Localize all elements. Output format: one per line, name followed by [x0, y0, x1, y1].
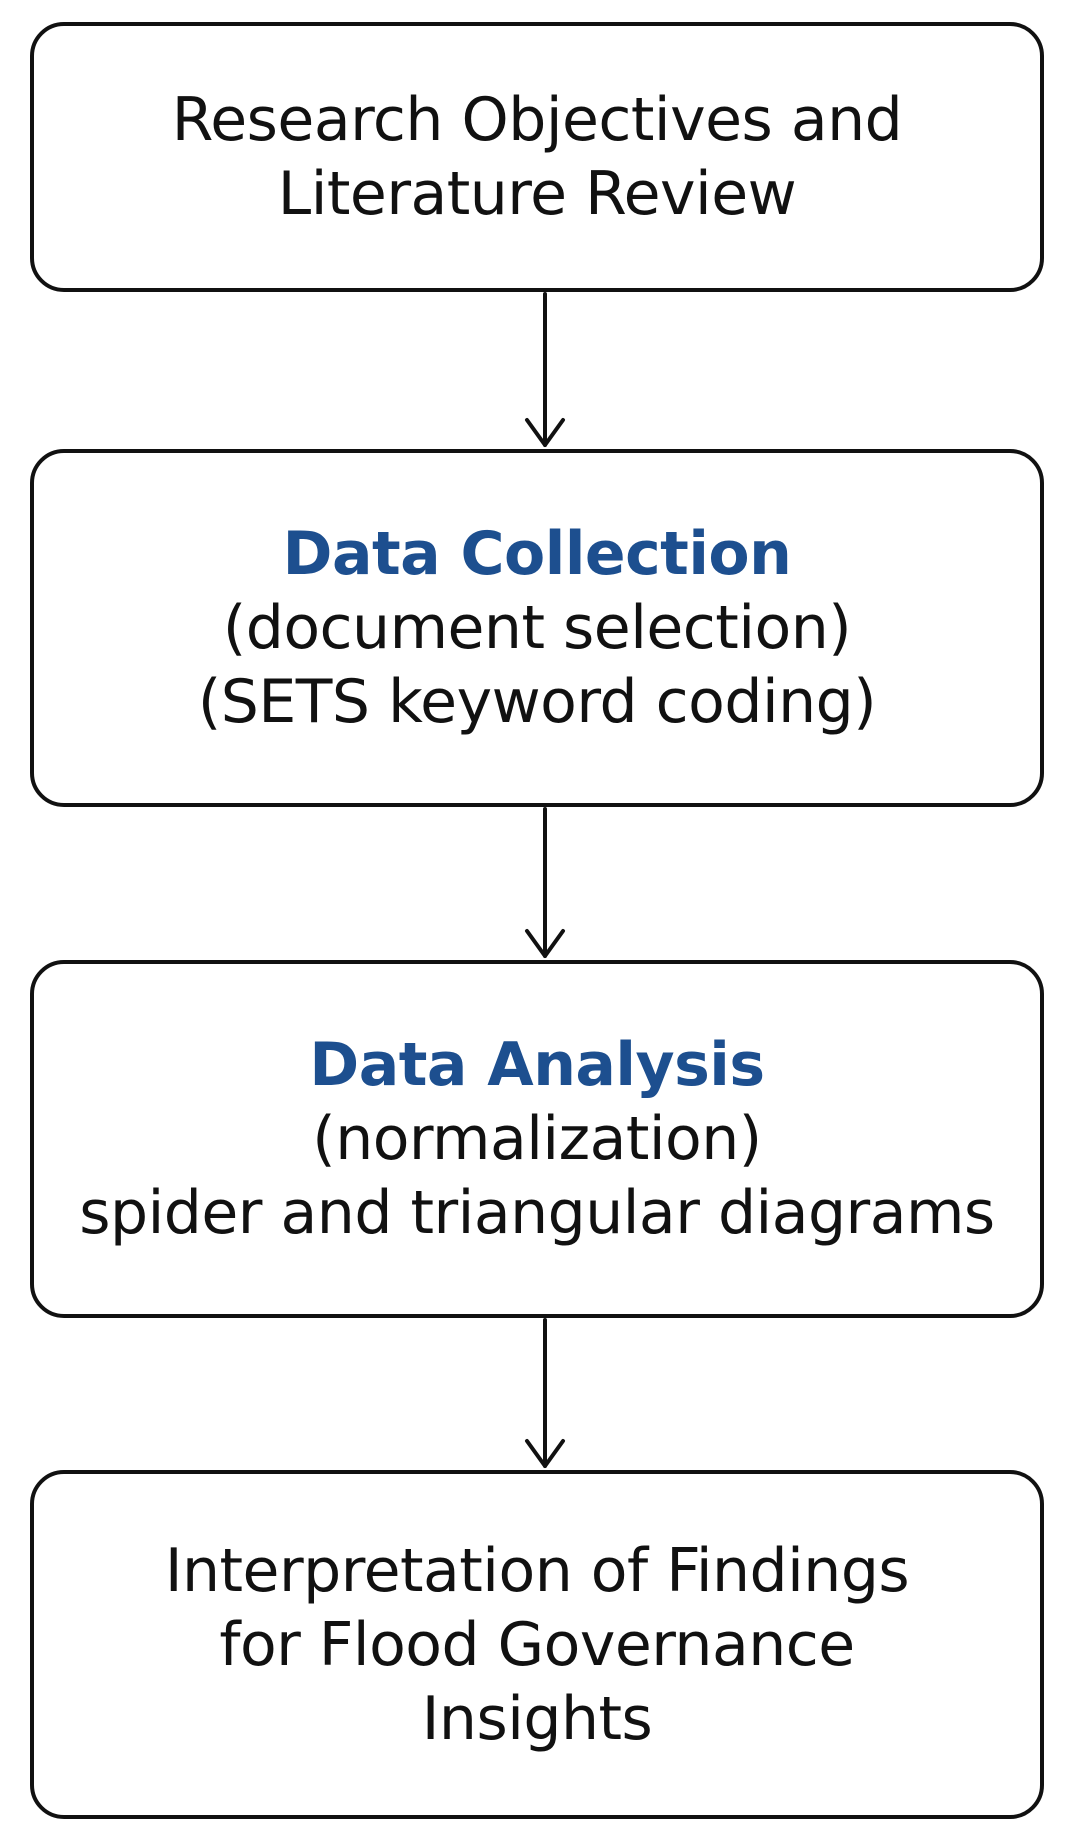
step-research-objectives: Research Objectives and Literature Revie… [30, 22, 1044, 292]
step-3-line-2: spider and triangular diagrams [79, 1178, 995, 1248]
step-data-collection: Data Collection (document selection) (SE… [30, 449, 1044, 807]
arrow-3-to-4 [525, 1318, 565, 1468]
step-1-line-2: Literature Review [277, 159, 797, 229]
step-2-line-2: (SETS keyword coding) [197, 667, 877, 737]
step-4-line-2: for Flood Governance [219, 1609, 855, 1680]
step-4-line-1: Interpretation of Findings [164, 1535, 910, 1606]
step-2-line-1: (document selection) [222, 593, 852, 663]
step-2-heading: Data Collection [282, 519, 792, 589]
arrow-1-to-2 [525, 292, 565, 447]
step-1-line-1: Research Objectives and [171, 85, 903, 155]
step-3-heading: Data Analysis [309, 1030, 765, 1100]
step-3-line-1: (normalization) [312, 1104, 762, 1174]
step-interpretation: Interpretation of Findings for Flood Gov… [30, 1470, 1044, 1819]
step-4-line-3: Insights [421, 1683, 653, 1754]
arrow-2-to-3 [525, 807, 565, 958]
step-data-analysis: Data Analysis (normalization) spider and… [30, 960, 1044, 1318]
